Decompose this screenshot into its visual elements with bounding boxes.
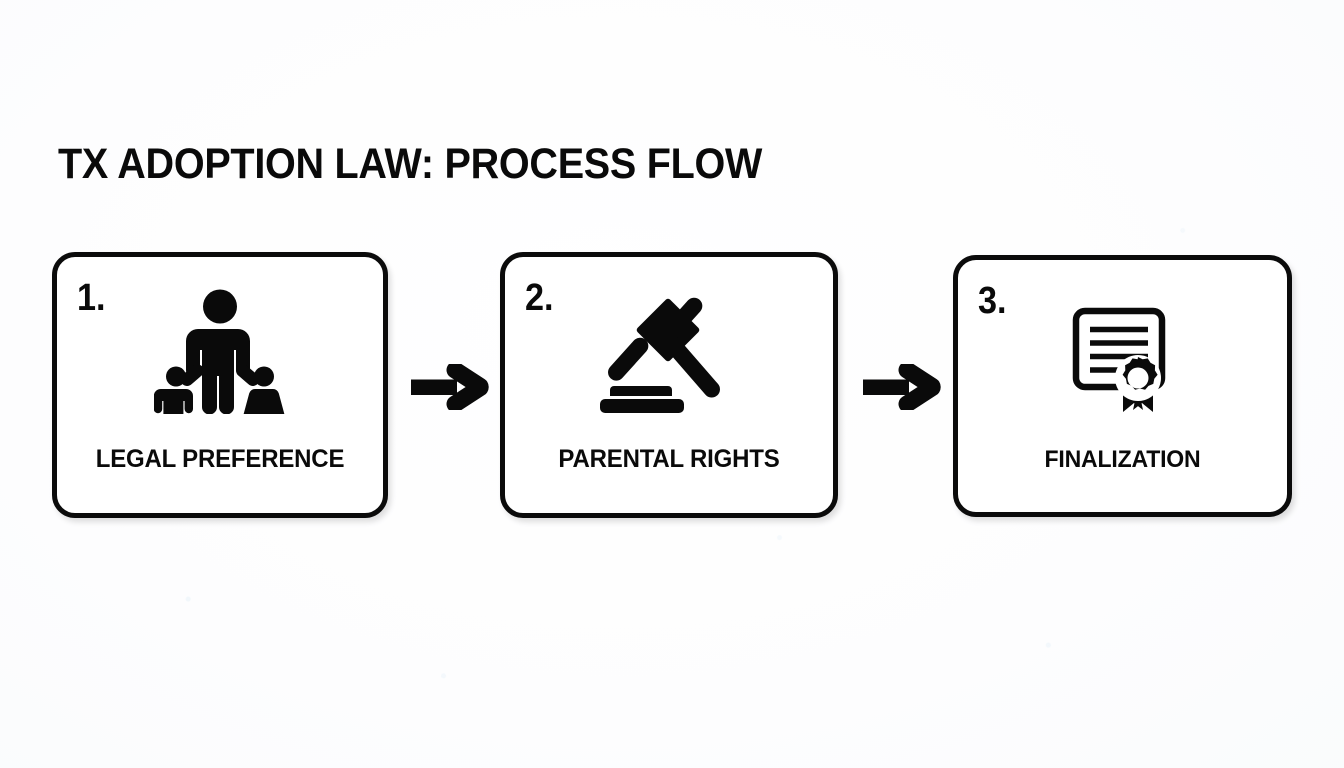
step-label-1: LEGAL PREFERENCE: [95, 445, 345, 473]
process-step-card-2[interactable]: 2.: [500, 252, 838, 518]
certificate-icon: [1067, 302, 1179, 419]
flow-connector-1: [411, 364, 489, 410]
step-number-2: 2.: [525, 277, 554, 319]
step-icon-3-slot: [958, 290, 1287, 430]
process-step-card-1[interactable]: 1.: [52, 252, 388, 518]
arrow-right-icon: [411, 364, 489, 410]
gavel-icon: [596, 289, 742, 418]
step-number-3: 3.: [978, 280, 1007, 322]
flow-connector-2: [863, 364, 941, 410]
step-icon-1-slot: [57, 283, 383, 440]
arrow-right-icon: [863, 364, 941, 410]
family-icon: [153, 288, 286, 440]
process-step-card-3[interactable]: 3.: [953, 255, 1292, 517]
step-icon-2-slot: [505, 283, 833, 423]
step-label-2: PARENTAL RIGHTS: [558, 445, 780, 473]
page-title: TX ADOPTION LAW: PROCESS FLOW: [58, 140, 763, 188]
step-label-3: FINALIZATION: [1044, 446, 1201, 473]
step-number-1: 1.: [77, 277, 106, 319]
